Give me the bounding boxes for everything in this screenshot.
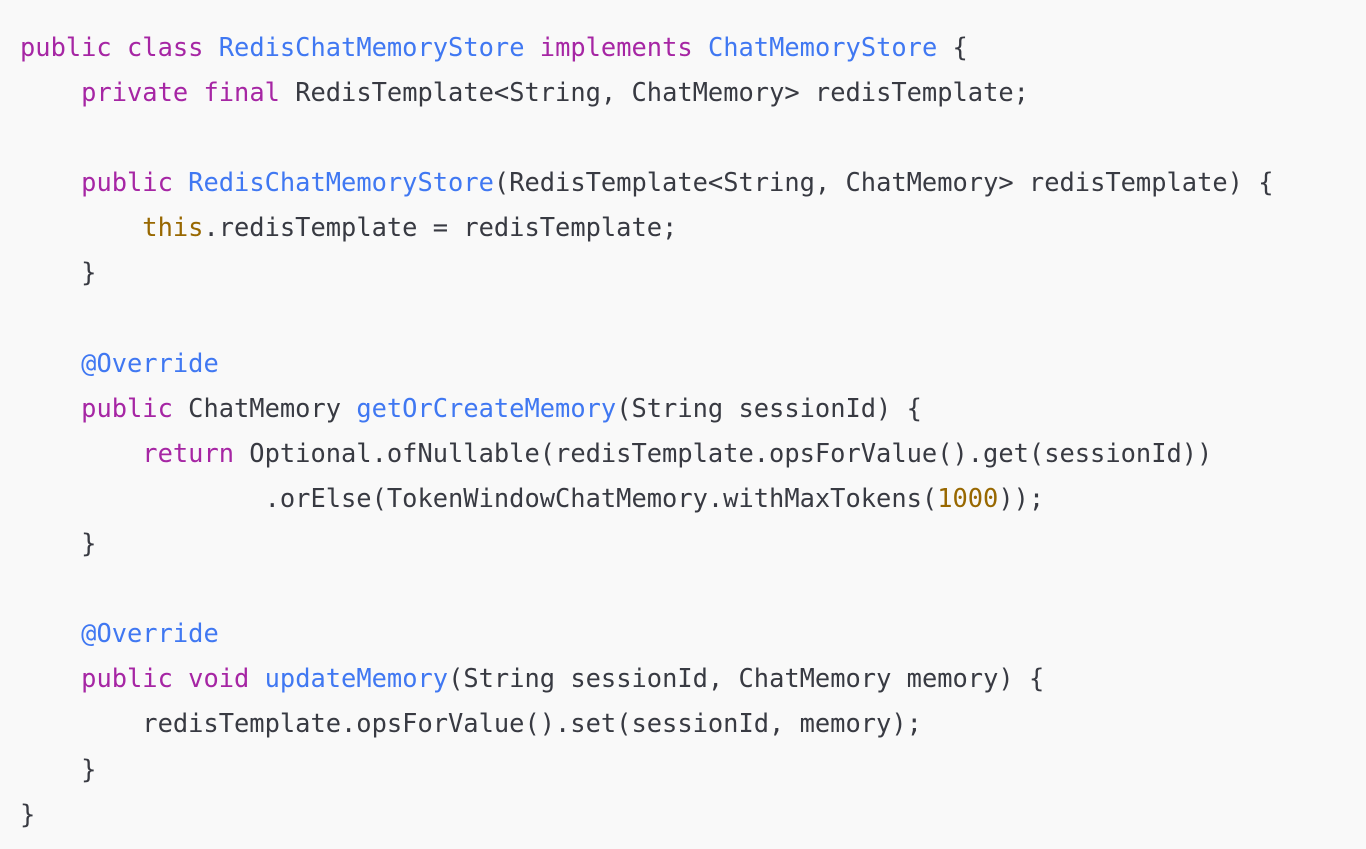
code-token-plain: .redisTemplate = redisTemplate; <box>203 212 678 243</box>
code-token-plain: { <box>937 32 968 62</box>
code-token-plain: (String sessionId) { <box>616 392 922 423</box>
code-token-kw: public <box>81 663 173 694</box>
code-line: this.redisTemplate = redisTemplate; <box>20 205 1366 250</box>
code-token-fn: updateMemory <box>264 663 449 694</box>
code-token-plain <box>20 77 81 107</box>
code-token-plain <box>173 167 188 197</box>
code-token-plain: } <box>20 257 97 288</box>
code-line: public RedisChatMemoryStore(RedisTemplat… <box>20 160 1366 205</box>
code-token-plain: )); <box>998 482 1045 513</box>
code-token-plain <box>20 212 142 242</box>
code-token-lit: 1000 <box>937 482 999 513</box>
code-token-plain: redisTemplate.opsForValue().set(sessionI… <box>20 708 922 739</box>
code-token-plain <box>20 618 81 648</box>
code-token-plain: .orElse(TokenWindowChatMemory.withMaxTok… <box>20 482 938 513</box>
code-token-plain <box>693 32 708 62</box>
code-token-fn: getOrCreateMemory <box>356 392 617 423</box>
code-token-plain: (String sessionId, ChatMemory memory) { <box>448 663 1045 694</box>
code-line: public class RedisChatMemoryStore implem… <box>20 25 1366 70</box>
code-token-plain: } <box>20 528 97 559</box>
code-token-plain: (RedisTemplate<String, ChatMemory> redis… <box>493 167 1274 198</box>
code-token-plain: Optional.ofNullable(redisTemplate.opsFor… <box>234 437 1213 468</box>
code-token-fn: RedisChatMemoryStore <box>218 32 525 62</box>
code-token-kw: implements <box>539 32 693 62</box>
code-token-ann: @Override <box>81 618 219 649</box>
code-line: .orElse(TokenWindowChatMemory.withMaxTok… <box>20 476 1366 521</box>
code-line: } <box>20 747 1366 792</box>
code-token-fn: ChatMemoryStore <box>707 32 938 62</box>
code-token-plain <box>203 32 218 62</box>
code-token-kw: void <box>188 663 250 694</box>
code-token-plain <box>188 77 203 107</box>
code-token-kw: public <box>81 392 173 423</box>
code-line: public void updateMemory(String sessionI… <box>20 656 1366 701</box>
code-token-plain <box>20 167 81 197</box>
code-token-kw: final <box>203 77 280 108</box>
code-token-kw: public <box>20 32 112 62</box>
code-line <box>20 566 1366 611</box>
code-token-plain <box>249 663 264 693</box>
code-token-plain <box>20 663 81 693</box>
code-token-plain <box>20 348 81 378</box>
code-token-kw: class <box>127 32 204 62</box>
code-line: return Optional.ofNullable(redisTemplate… <box>20 431 1366 476</box>
code-token-plain <box>112 32 127 62</box>
code-token-ann: @Override <box>81 347 219 378</box>
code-token-plain <box>173 663 188 693</box>
code-line <box>20 296 1366 341</box>
code-token-kw: private <box>81 77 189 108</box>
code-line: } <box>20 792 1366 837</box>
code-line: public ChatMemory getOrCreateMemory(Stri… <box>20 386 1366 431</box>
code-token-lit: this <box>142 212 204 243</box>
code-token-plain <box>20 393 81 423</box>
code-token-plain: } <box>20 753 97 784</box>
code-line: redisTemplate.opsForValue().set(sessionI… <box>20 701 1366 746</box>
code-token-plain: RedisTemplate<String, ChatMemory> redisT… <box>279 77 1029 108</box>
code-token-kw: public <box>81 167 173 198</box>
code-token-kw: return <box>142 437 235 468</box>
code-line: private final RedisTemplate<String, Chat… <box>20 70 1366 115</box>
code-token-fn: RedisChatMemoryStore <box>188 167 494 198</box>
code-line <box>20 115 1366 160</box>
code-token-plain: } <box>20 798 36 829</box>
code-lines: public class RedisChatMemoryStore implem… <box>20 25 1366 837</box>
code-line: } <box>20 250 1366 295</box>
code-token-plain <box>524 32 539 62</box>
code-token-plain <box>20 438 142 468</box>
code-token-plain: ChatMemory <box>172 392 357 423</box>
code-line: } <box>20 521 1366 566</box>
code-line: @Override <box>20 611 1366 656</box>
code-line: @Override <box>20 341 1366 386</box>
